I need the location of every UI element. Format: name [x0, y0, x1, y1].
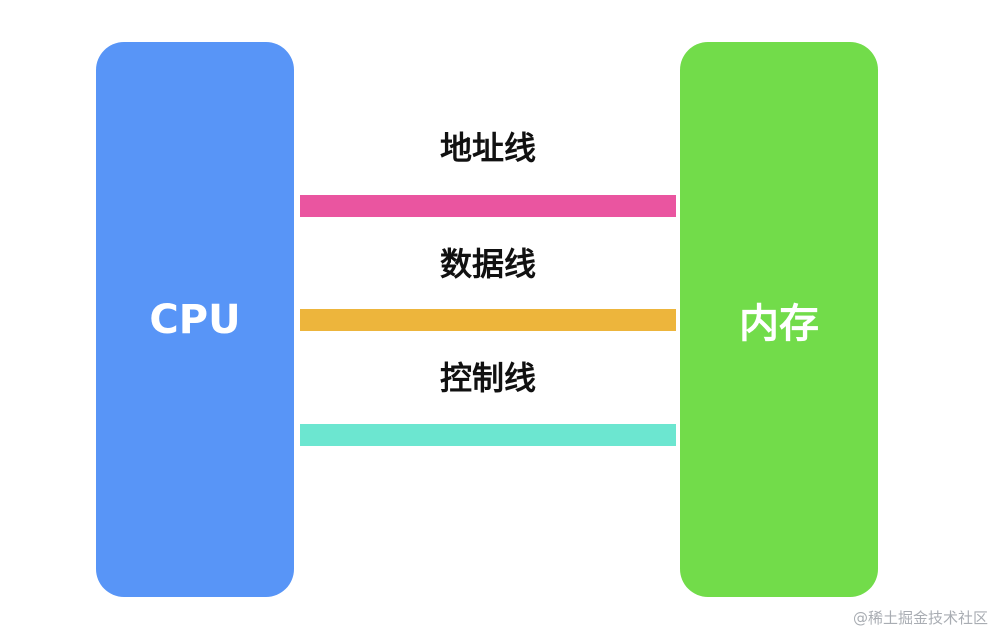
watermark: @稀土掘金技术社区 — [852, 609, 988, 627]
control-bus-label: 控制线 — [439, 359, 536, 397]
memory-block: 内存 — [680, 42, 878, 597]
address-bus-label: 地址线 — [439, 129, 536, 167]
cpu-label: CPU — [149, 296, 241, 343]
control-bus-line — [300, 424, 676, 446]
address-bus-line — [300, 195, 676, 217]
data-bus-label: 数据线 — [439, 245, 536, 283]
memory-label: 内存 — [739, 300, 819, 347]
data-bus-line — [300, 309, 676, 331]
cpu-block: CPU — [96, 42, 294, 597]
